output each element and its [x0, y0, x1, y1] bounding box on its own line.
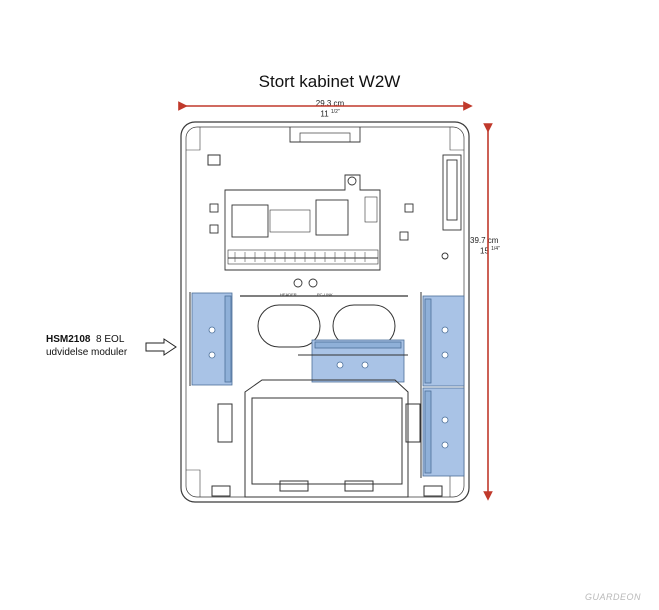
battery — [211, 379, 443, 498]
callout-model: HSM2108 — [46, 334, 91, 345]
callout-desc2: udvidelse moduler — [46, 347, 128, 358]
standoffs — [293, 278, 318, 288]
tamper-bracket — [441, 154, 462, 260]
callout-arrow-icon — [145, 338, 177, 356]
pcb-terminals — [234, 252, 366, 262]
main-pcb — [209, 174, 414, 271]
hsm2108-module-center — [311, 339, 405, 383]
hsm2108-module-right-bottom — [422, 387, 465, 477]
callout-desc1: 8 EOL — [96, 334, 125, 345]
hsm2108-module-left — [191, 292, 233, 386]
board-label-right: PC-LINK — [317, 292, 333, 297]
watermark: GUARDEON — [584, 592, 641, 602]
board-label-left: HEADER — [280, 292, 297, 297]
diagram-title: Stort kabinet W2W — [258, 72, 401, 91]
width-imperial: 11 1/2" — [320, 109, 340, 119]
hsm2108-module-right-top — [422, 295, 465, 387]
mount-hole — [207, 154, 221, 166]
module-callout: HSM2108 8 EOL udvidelse moduler — [46, 333, 156, 359]
